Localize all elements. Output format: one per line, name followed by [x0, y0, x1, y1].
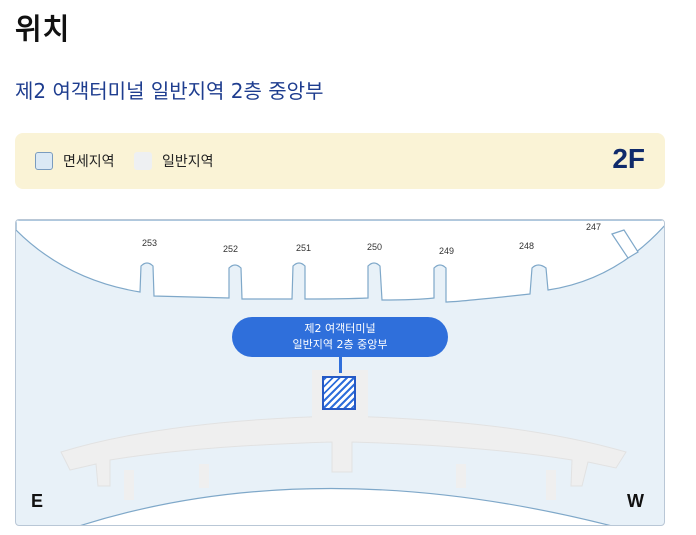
location-marker-label: 제2 여객터미널 일반지역 2층 중앙부	[232, 317, 448, 357]
marker-line-2: 일반지역 2층 중앙부	[292, 338, 388, 351]
gate-247-label: 247	[586, 222, 602, 232]
marker-pointer	[339, 357, 342, 373]
legend-general: 일반지역	[134, 151, 214, 171]
gate-249-label: 249	[439, 246, 455, 256]
right-gate-stub-2	[546, 470, 556, 500]
gate-248-label: 248	[519, 241, 535, 251]
gate-251-label: 251	[296, 243, 312, 253]
floor-label: 2F	[612, 143, 645, 174]
section-title: 위치	[15, 12, 71, 46]
legend-duty-free-label: 면세지역	[63, 154, 115, 170]
landside-area	[82, 488, 608, 525]
compass-west: W	[627, 491, 644, 511]
left-gate-stub-1	[124, 470, 134, 500]
location-name: 제2 여객터미널 일반지역 2층 중앙부	[15, 79, 324, 103]
duty-free-swatch	[35, 152, 53, 170]
gate-253-label: 253	[142, 238, 158, 248]
legend-duty-free: 면세지역	[35, 151, 115, 171]
gate-252-label: 252	[223, 244, 239, 254]
compass-east: E	[31, 491, 44, 511]
gate-250-label: 250	[367, 242, 383, 252]
legend-bar: 면세지역 일반지역 2F	[15, 133, 665, 189]
terminal-map: 253 252 251 250 249 248 247 제2 여객터미널 일반지…	[15, 219, 665, 526]
marker-line-1: 제2 여객터미널	[304, 322, 376, 335]
general-area-swatch	[134, 152, 152, 170]
landside-edge	[80, 487, 611, 525]
terminal-building	[60, 415, 627, 487]
terminal-map-drawing	[16, 220, 664, 525]
legend-general-label: 일반지역	[162, 154, 214, 170]
right-gate-stub-1	[456, 464, 466, 488]
location-pin	[322, 376, 356, 410]
pier-247	[611, 229, 639, 259]
airside-area	[16, 220, 664, 303]
left-gate-stub-2	[199, 464, 209, 488]
